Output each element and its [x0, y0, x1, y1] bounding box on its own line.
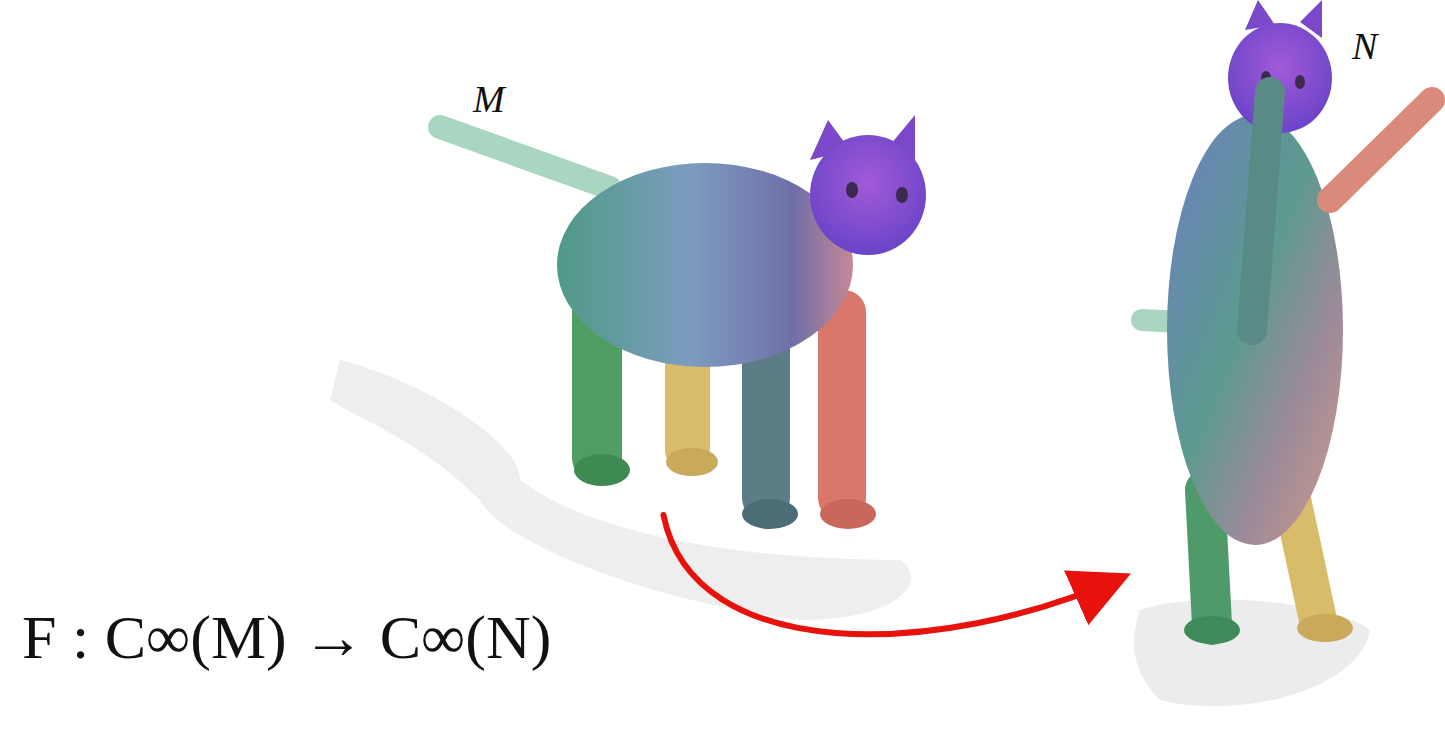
formula-label: F : C∞(M) → C∞(N) — [22, 603, 551, 671]
cat-shape: N — [1120, 5, 1438, 740]
cat-shape: M — [425, 60, 940, 515]
shape-label: N — [1352, 27, 1377, 65]
map-arrow — [663, 515, 1120, 634]
shape-label: M — [473, 80, 505, 118]
